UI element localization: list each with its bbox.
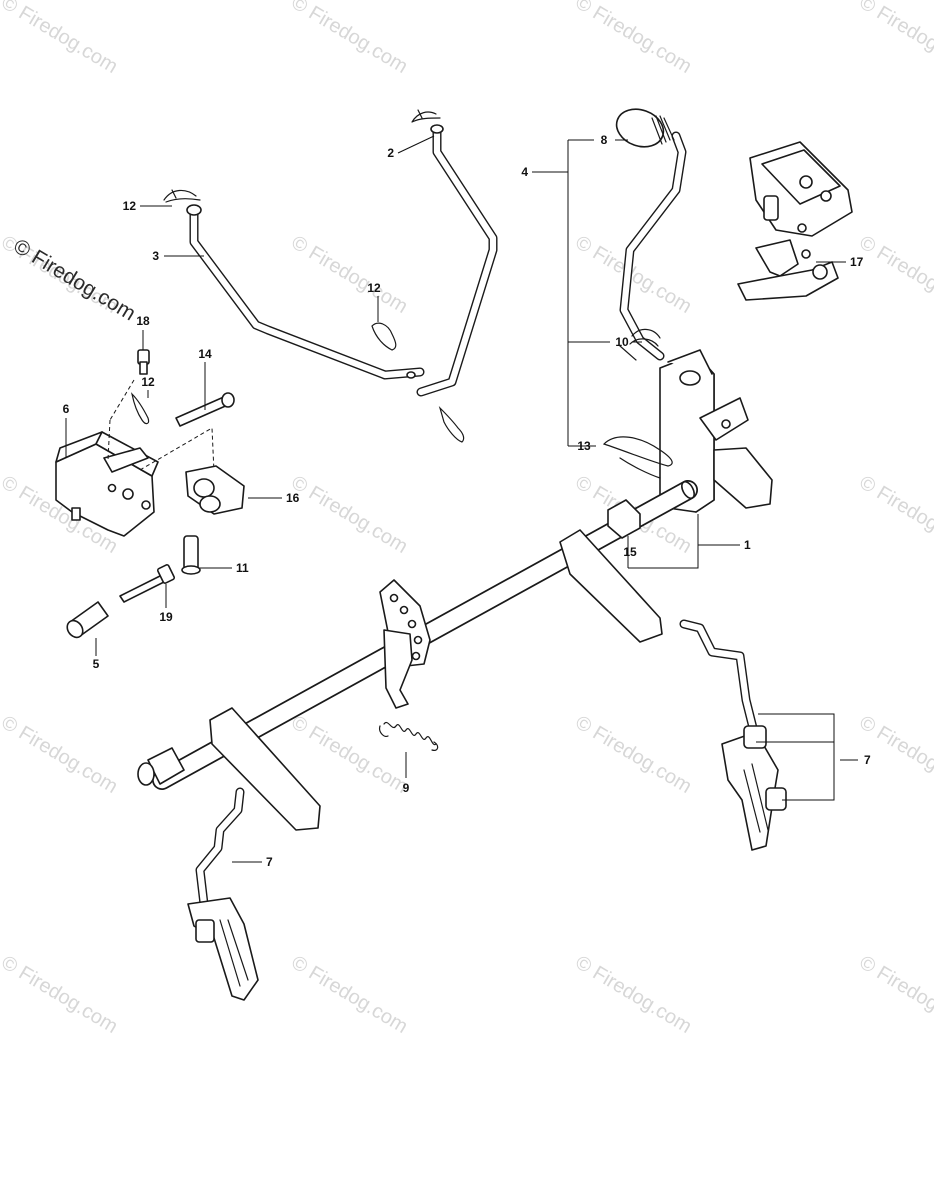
callout-7-right: 7 [864,753,871,767]
part-17-assembly-upper[interactable] [749,141,853,237]
part-8-knob[interactable] [611,103,675,153]
watermark-text: © Firedog.com [855,0,934,78]
part-15-nut[interactable] [607,499,641,539]
callout-7-left: 7 [266,855,273,869]
callout-11: 11 [236,561,249,575]
callout-17: 17 [850,255,864,269]
watermark-text: © Firedog.com [287,711,411,798]
brand-watermark: © Firedog.com [9,235,139,326]
shaft-end-left[interactable] [137,747,185,786]
callout-6: 6 [63,402,70,416]
part-17-assembly-lower[interactable] [737,239,839,301]
part-13-clip[interactable] [602,436,673,479]
callout-16: 16 [286,491,300,505]
leader-lines [65,135,858,863]
callout-4: 4 [521,165,528,179]
part-4-lever[interactable] [619,131,687,361]
part-6-bracket[interactable] [55,431,159,537]
watermark-text: © Firedog.com [855,471,934,558]
part-12-clip-middle[interactable] [371,322,397,351]
callout-18: 18 [136,314,150,328]
callout-10: 10 [615,335,629,349]
part-3-rod[interactable] [186,204,425,380]
part-11-pin[interactable] [181,535,201,575]
callout-9: 9 [403,781,410,795]
callout-2: 2 [387,146,394,160]
watermark-text: © Firedog.com [0,711,121,798]
pedal-arm-left[interactable] [209,707,321,831]
callout-13: 13 [577,439,591,453]
part-12-clip-rod3[interactable] [163,189,201,203]
part-19-bolt[interactable] [119,564,176,603]
part-9-spring[interactable] [379,722,439,751]
watermark-text: © Firedog.com [571,711,695,798]
part-12-clip-lower[interactable] [438,405,465,443]
part-12-clip-left[interactable] [131,392,150,425]
watermark-text: © Firedog.com [855,231,934,318]
callout-12-left: 12 [141,375,155,389]
pedal-arm-right[interactable] [559,529,663,643]
callout-15: 15 [623,545,637,559]
callout-14: 14 [198,347,212,361]
callout-3: 3 [152,249,159,263]
watermark-text: © Firedog.com [0,0,121,78]
callout-12-middle: 12 [367,281,381,295]
part-1-bracket[interactable] [659,349,773,513]
callout-labels: 2 3 4 5 6 7 7 8 9 10 11 12 12 12 13 14 1… [63,133,871,869]
watermark-text: © Firedog.com [855,951,934,1038]
part-2-rod[interactable] [416,124,498,397]
watermark-text: © Firedog.com [0,951,121,1038]
watermark-text: © Firedog.com [571,951,695,1038]
part-7-pedal-left[interactable] [187,787,259,1001]
part-14-pin[interactable] [175,392,235,427]
watermark-text: © Firedog.com [287,471,411,558]
watermark-text: © Firedog.com [287,951,411,1038]
callout-19: 19 [159,610,173,624]
watermark-text: © Firedog.com [571,0,695,78]
watermark-text: © Firedog.com [287,0,411,78]
part-12-clip-top[interactable] [411,109,441,123]
quadrant-plate[interactable] [379,579,431,709]
callout-5: 5 [93,657,100,671]
part-16-bracket[interactable] [185,465,245,515]
callout-8: 8 [601,133,608,147]
part-7-pedal-right[interactable] [679,619,787,851]
callout-1: 1 [744,538,751,552]
callout-12-top: 12 [123,199,137,213]
part-18-bolt[interactable] [137,349,150,375]
watermark-text: © Firedog.com [287,231,411,318]
part-5-bushing[interactable] [64,601,109,640]
